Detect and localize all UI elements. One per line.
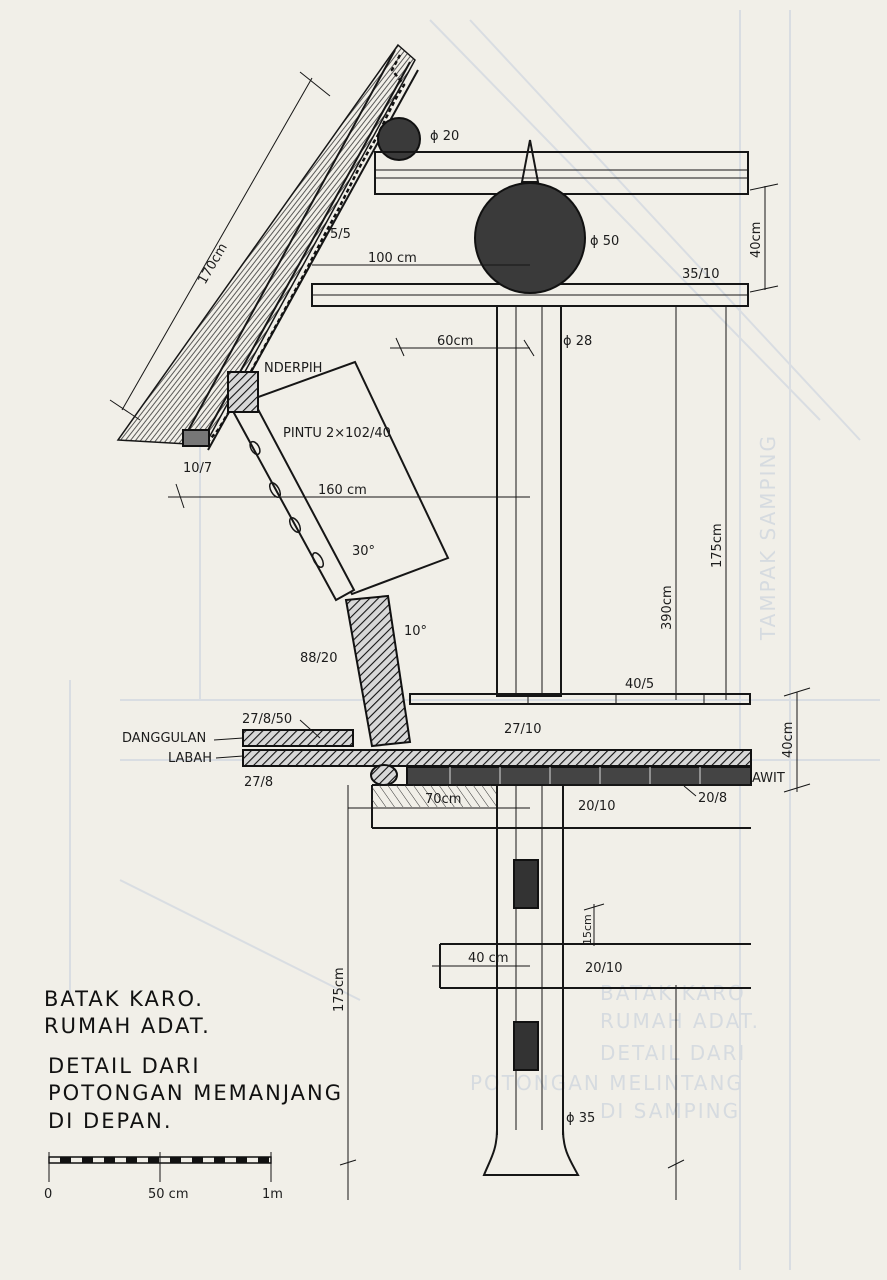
label-40-5: 40/5: [625, 677, 654, 692]
label-160cm: 160 cm: [318, 483, 367, 498]
background-ghost-drawing: BATAK KARO RUMAH ADAT. DETAIL DARI POTON…: [69, 10, 880, 1270]
label-pintu: PINTU 2×102/40: [283, 426, 391, 441]
floor-board-40-5: [409, 693, 751, 705]
title-line-5: DI DEPAN.: [48, 1109, 173, 1133]
ghost-text-2: RUMAH ADAT.: [600, 1009, 760, 1033]
label-27-8: 27/8: [244, 775, 273, 790]
title-block: BATAK KARO. RUMAH ADAT. DETAIL DARI POTO…: [44, 987, 343, 1133]
ghost-text-4: POTONGAN MELINTANG: [470, 1071, 744, 1095]
label-awit: AWIT: [752, 771, 785, 786]
door-panel: [226, 360, 450, 602]
leader-27-8-50: [299, 719, 321, 739]
label-nderpih: NDERPIH: [264, 361, 322, 376]
label-60cm: 60cm: [437, 334, 473, 349]
ball-phi50: [474, 182, 586, 294]
label-15cm: 15cm: [581, 914, 594, 945]
dimension-40cm-mid: 40cm: [781, 687, 811, 793]
scale-tick-50cm: 50 cm: [148, 1187, 189, 1202]
scale-bar: 0 50 cm 1m: [44, 1152, 283, 1202]
dimension-175cm-right: 175cm: [710, 306, 727, 700]
label-rafter-length: 170cm: [195, 241, 230, 287]
danggulan-block: [242, 729, 354, 747]
label-35-10: 35/10: [682, 267, 719, 282]
dimension-175cm-left: 175cm: [332, 785, 357, 1200]
scale-tick-0: 0: [44, 1187, 52, 1202]
tick-160a: [175, 483, 185, 509]
dimension-40cm-top: 40cm: [749, 183, 779, 293]
central-post: [496, 305, 562, 697]
label-20-10-upper: 20/10: [578, 799, 615, 814]
label-175cm-right: 175cm: [710, 523, 725, 568]
label-labah: LABAH: [168, 751, 212, 766]
label-88-20: 88/20: [300, 651, 337, 666]
label-phi20: ϕ 20: [430, 129, 459, 144]
lower-post: [482, 785, 580, 1176]
label-70cm: 70cm: [425, 792, 461, 807]
label-20-10-lower: 20/10: [585, 961, 622, 976]
scale-tick-1m: 1m: [262, 1187, 283, 1202]
ghost-text-5: DI SAMPING: [600, 1099, 740, 1123]
label-40cm-mid: 40cm: [781, 722, 796, 758]
upper-beam: [374, 151, 749, 195]
label-20-8: 20/8: [698, 791, 727, 806]
purlin-phi20: [377, 117, 421, 161]
dimension-390cm: 390cm: [660, 306, 677, 700]
ghost-text-3: DETAIL DARI: [600, 1041, 746, 1065]
label-5-5: 5/5: [330, 227, 351, 242]
tick-right-lower: [667, 1159, 685, 1169]
label-phi28: ϕ 28: [563, 334, 592, 349]
label-30deg: 30°: [352, 544, 375, 559]
labah-beam: [242, 749, 752, 767]
label-danggulan: DANGGULAN: [122, 731, 206, 746]
tick-60b: [523, 339, 535, 357]
post-spike: [520, 139, 540, 183]
label-40cm-top: 40cm: [749, 222, 764, 258]
label-10-7: 10/7: [183, 461, 212, 476]
ghost-text-1: BATAK KARO: [600, 981, 746, 1005]
title-line-1: BATAK KARO.: [44, 987, 204, 1011]
leader-20-8: [683, 785, 697, 797]
leader-labah: [215, 755, 244, 759]
crossbeam-20-10-upper: [371, 784, 751, 829]
title-line-3: DETAIL DARI: [48, 1054, 201, 1078]
tick-60a: [395, 337, 405, 357]
label-phi50: ϕ 50: [590, 234, 619, 249]
label-175cm-left: 175cm: [332, 967, 347, 1012]
ghost-text-side: TAMPAK SAMPING: [756, 434, 780, 641]
title-line-4: POTONGAN MEMANJANG: [48, 1081, 343, 1105]
label-10deg: 10°: [404, 624, 427, 639]
leader-danggulan: [213, 737, 244, 741]
label-40cm-lower: 40 cm: [468, 951, 509, 966]
roof-rafter: [116, 43, 419, 451]
label-27-8-50: 27/8/50: [242, 712, 292, 727]
label-27-10: 27/10: [504, 722, 541, 737]
label-phi35: ϕ 35: [566, 1111, 595, 1126]
dimension-15cm: 15cm: [581, 903, 605, 946]
label-100cm: 100 cm: [368, 251, 417, 266]
label-390cm: 390cm: [660, 585, 675, 630]
title-line-2: RUMAH ADAT.: [44, 1014, 211, 1038]
awit-beam: [370, 764, 752, 786]
wall-post-88-20: [344, 594, 412, 748]
